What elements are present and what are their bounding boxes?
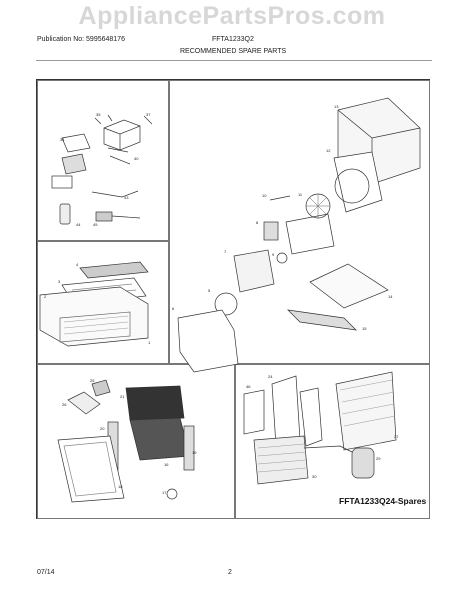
publication-number: Publication No: 5995648176 bbox=[37, 36, 125, 43]
callout-19: 19 bbox=[192, 450, 197, 455]
callout-6: 6 bbox=[172, 306, 175, 311]
callout-37: 37 bbox=[146, 112, 151, 117]
sensor-lead bbox=[109, 155, 131, 165]
display-board bbox=[51, 175, 73, 189]
front-frame bbox=[57, 435, 125, 503]
callout-4: 4 bbox=[76, 262, 79, 267]
condenser-coil bbox=[335, 371, 397, 451]
callout-3: 3 bbox=[58, 279, 61, 284]
panel-filter-frame bbox=[37, 364, 235, 519]
callout-16: 16 bbox=[164, 462, 169, 467]
callout-27: 27 bbox=[394, 434, 399, 439]
power-cord bbox=[111, 215, 141, 219]
capillary-assembly bbox=[271, 375, 301, 447]
filter-screen bbox=[129, 417, 191, 461]
section-title: RECOMMENDED SPARE PARTS bbox=[180, 48, 287, 55]
power-cord-plug bbox=[95, 211, 113, 222]
fan-orifice bbox=[334, 168, 370, 204]
callout-35: 35 bbox=[96, 112, 101, 117]
control-box bbox=[103, 119, 141, 151]
thermistor bbox=[107, 147, 129, 153]
footer-date: 07/14 bbox=[37, 569, 55, 576]
control-knob bbox=[67, 391, 101, 415]
suction-line bbox=[303, 445, 353, 453]
remote-control bbox=[59, 203, 71, 225]
callout-25: 25 bbox=[90, 378, 95, 383]
callout-44: 44 bbox=[76, 222, 81, 227]
filter-clip bbox=[91, 379, 111, 397]
callout-24: 24 bbox=[268, 374, 273, 379]
callout-10: 10 bbox=[262, 193, 267, 198]
blower-wheel bbox=[214, 292, 238, 316]
page-number: 2 bbox=[228, 569, 232, 576]
motor-bracket bbox=[285, 213, 335, 255]
callout-26: 26 bbox=[62, 402, 67, 407]
callout-34: 34 bbox=[60, 137, 65, 142]
evaporator-tube-left bbox=[243, 389, 265, 435]
watermark: AppliancePartsPros.com bbox=[78, 2, 386, 30]
callout-46: 46 bbox=[246, 384, 251, 389]
panel-front-grille bbox=[37, 241, 169, 364]
callout-29: 29 bbox=[376, 456, 381, 461]
drain-pan-seal bbox=[287, 309, 357, 331]
header-rule bbox=[36, 60, 432, 61]
callout-11: 11 bbox=[298, 192, 303, 197]
compressor bbox=[351, 447, 375, 479]
motor-shaft-coupling bbox=[276, 252, 288, 264]
callout-43: 43 bbox=[124, 195, 129, 200]
thermostat-knob bbox=[166, 488, 178, 500]
callout-13: 13 bbox=[334, 104, 339, 109]
scroll-assembly bbox=[177, 309, 239, 373]
side-curtain-right bbox=[183, 425, 195, 471]
fan-shroud bbox=[333, 151, 383, 213]
evaporator-grille bbox=[125, 385, 185, 421]
callout-18: 18 bbox=[118, 484, 123, 489]
diagram-label: FFTA1233Q24-Spares bbox=[339, 496, 427, 506]
fan-clip bbox=[269, 195, 291, 201]
callout-14: 14 bbox=[388, 294, 393, 299]
callout-17: 17 bbox=[162, 490, 167, 495]
callout-7: 7 bbox=[224, 249, 227, 254]
callout-8: 8 bbox=[256, 220, 259, 225]
wire-harness bbox=[91, 190, 139, 198]
callout-2: 2 bbox=[44, 294, 47, 299]
callout-5: 5 bbox=[208, 288, 211, 293]
panel-cabinet-blower bbox=[169, 80, 430, 364]
callout-40: 40 bbox=[134, 156, 139, 161]
diagram-frame bbox=[36, 79, 430, 519]
callout-30: 30 bbox=[312, 474, 317, 479]
base-pan bbox=[309, 263, 389, 309]
callout-21: 21 bbox=[120, 394, 125, 399]
model-number: FFTA1233Q2 bbox=[212, 36, 254, 43]
callout-12: 12 bbox=[326, 148, 331, 153]
panel-controls bbox=[37, 80, 169, 241]
louver-vane bbox=[79, 261, 149, 279]
front-grille bbox=[39, 286, 149, 347]
callout-9: 9 bbox=[272, 252, 275, 257]
callout-45: 45 bbox=[93, 222, 98, 227]
fasteners bbox=[94, 114, 153, 125]
control-board bbox=[61, 133, 91, 153]
callout-15: 15 bbox=[362, 326, 367, 331]
control-panel bbox=[61, 153, 87, 175]
evaporator-coil bbox=[253, 435, 309, 485]
callout-20: 20 bbox=[100, 426, 105, 431]
blower-housing bbox=[233, 249, 275, 293]
panel-sealed-system bbox=[235, 364, 430, 519]
reversing-valve-tubing bbox=[299, 387, 323, 447]
fan-motor bbox=[263, 221, 279, 241]
callout-1: 1 bbox=[148, 340, 151, 345]
